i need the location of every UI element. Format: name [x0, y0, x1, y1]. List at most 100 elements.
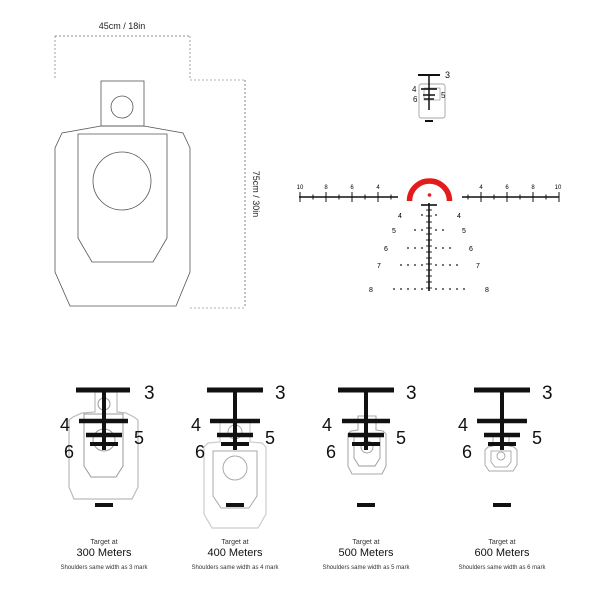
caption-300m-line1: Target at: [90, 539, 118, 546]
ladder-dot: [449, 288, 451, 290]
windage-ticks: [299, 192, 560, 202]
panel-500m-label-3: 3: [406, 383, 417, 404]
main-reticle: 10 8 6 4 4 6 8 10 4 4 5 5 6 6 7 7 8 8: [297, 178, 562, 294]
panel-400m-inner: [212, 450, 258, 509]
ladder-dot: [442, 288, 444, 290]
ladder-dot: [435, 264, 437, 266]
caption-400m-distance: 400 Meters: [207, 547, 263, 559]
caption-600m-line1: Target at: [488, 539, 516, 546]
ladder-dot: [414, 264, 416, 266]
panel-500m: 3 4 5 6: [322, 383, 417, 507]
panel-600m-label-6: 6: [462, 442, 472, 462]
ladder-label-right-8: 8: [485, 287, 489, 294]
ladder-label-left-4: 4: [398, 213, 402, 220]
panel-600m: 3 4 5 6: [458, 383, 553, 507]
head-circle: [110, 95, 134, 119]
panel-300m-label-6: 6: [64, 442, 74, 462]
caption-500m: Target at 500 Meters Shoulders same widt…: [291, 538, 441, 574]
width-label: 45cm / 18in: [99, 21, 146, 31]
small-target-outline: [418, 83, 446, 119]
panel-400m-silhouette: [203, 419, 267, 529]
ladder-dot: [449, 247, 451, 249]
ladder-dots: [393, 214, 465, 290]
ladder-dot: [435, 214, 437, 216]
small-reticle: 3 4 5 6: [412, 70, 450, 122]
ladder-dot: [400, 288, 402, 290]
ladder-dot: [421, 247, 423, 249]
ladder-dot: [435, 247, 437, 249]
panel-500m-label-5: 5: [396, 428, 406, 448]
panel-600m-center-circle: [496, 451, 506, 461]
panel-400m-outline: [203, 419, 267, 529]
ladder-dot: [449, 264, 451, 266]
ladder-label-right-6: 6: [469, 246, 473, 253]
ladder-dot: [393, 288, 395, 290]
windage-label-left-4: 4: [376, 185, 380, 191]
ladder-ticks: [426, 209, 432, 289]
caption-600m-note: Shoulders same width as 6 mark: [458, 565, 546, 571]
ladder-label-left-6: 6: [384, 246, 388, 253]
body-center-circle: [92, 151, 152, 211]
ladder-dot: [407, 288, 409, 290]
panel-600m-inner: [490, 450, 512, 468]
red-horseshoe-circle: [406, 178, 453, 202]
ladder-dot: [421, 264, 423, 266]
caption-300m-note: Shoulders same width as 3 mark: [60, 565, 148, 571]
body-outline: [54, 125, 191, 307]
body-inner-zone: [77, 133, 168, 263]
caption-400m: Target at 400 Meters Shoulders same widt…: [160, 538, 310, 574]
ladder-dot: [421, 229, 423, 231]
small-label-5: 5: [441, 91, 446, 100]
head-box: [100, 80, 145, 127]
panel-500m-label-4: 4: [322, 415, 332, 435]
windage-label-right-6: 6: [505, 185, 509, 191]
ladder-dot: [414, 229, 416, 231]
panel-300m-label-3: 3: [144, 383, 155, 404]
red-center-dot: [427, 193, 432, 197]
ladder-label-left-7: 7: [377, 263, 381, 270]
small-target-head: [423, 87, 441, 101]
ladder-dot: [442, 264, 444, 266]
big-silhouette-target: 45cm / 18in 75cm / 30in: [54, 21, 261, 309]
caption-300m-distance: 300 Meters: [76, 547, 132, 559]
ladder-label-left-8: 8: [369, 287, 373, 294]
ladder-dot: [456, 288, 458, 290]
ladder-label-right-7: 7: [476, 263, 480, 270]
windage-label-right-8: 8: [531, 185, 535, 191]
small-label-4: 4: [412, 85, 417, 94]
ladder-dot: [463, 288, 465, 290]
caption-400m-note: Shoulders same width as 4 mark: [191, 565, 279, 571]
ladder-dot: [400, 264, 402, 266]
ladder-dot: [414, 247, 416, 249]
panel-300m: 3 4 5 6: [60, 383, 155, 507]
caption-600m: Target at 600 Meters Shoulders same widt…: [427, 538, 577, 574]
caption-500m-distance: 500 Meters: [338, 547, 394, 559]
windage-label-right-4: 4: [479, 185, 483, 191]
windage-label-left-10: 10: [297, 185, 304, 191]
panel-300m-outline: [68, 391, 139, 500]
ladder-dot: [407, 247, 409, 249]
panel-400m-center-circle: [222, 455, 248, 481]
caption-500m-note: Shoulders same width as 5 mark: [322, 565, 410, 571]
panel-500m-label-6: 6: [326, 442, 336, 462]
ladder-dot: [442, 247, 444, 249]
caption-400m-line1: Target at: [221, 539, 249, 546]
panel-400m-label-4: 4: [191, 415, 201, 435]
caption-300m: Target at 300 Meters Shoulders same widt…: [29, 538, 179, 574]
caption-500m-line1: Target at: [352, 539, 380, 546]
panel-600m-label-5: 5: [532, 428, 542, 448]
panel-400m: 3 4 5 6: [191, 383, 286, 529]
ladder-label-left-5: 5: [392, 228, 396, 235]
ladder-label-right-4: 4: [457, 213, 461, 220]
panel-400m-label-6: 6: [195, 442, 205, 462]
windage-label-left-8: 8: [324, 185, 328, 191]
panel-600m-label-3: 3: [542, 383, 553, 404]
panel-400m-label-3: 3: [275, 383, 286, 404]
ladder-dot: [421, 288, 423, 290]
ladder-dot: [435, 288, 437, 290]
ladder-dot: [435, 229, 437, 231]
caption-600m-distance: 600 Meters: [474, 547, 530, 559]
ladder-label-right-5: 5: [462, 228, 466, 235]
